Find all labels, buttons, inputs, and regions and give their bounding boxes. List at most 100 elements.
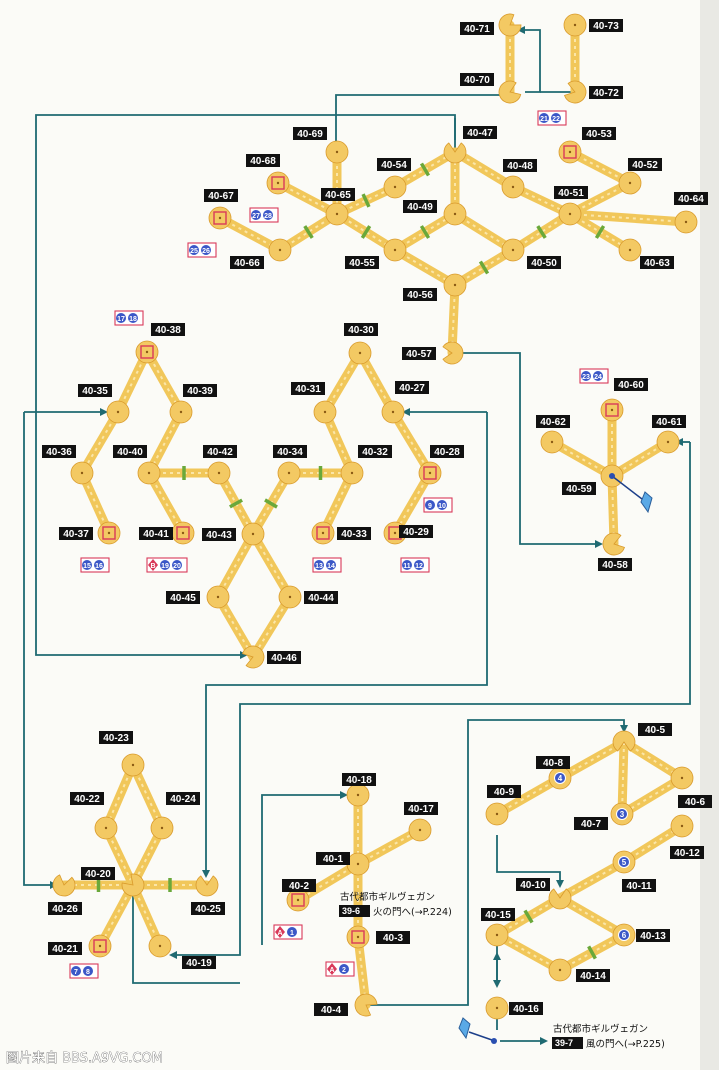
room-40-4[interactable] [354,993,378,1017]
room-40-36[interactable] [70,461,94,485]
room-40-67[interactable] [208,206,232,230]
room-40-55[interactable] [383,238,407,262]
door[interactable] [587,945,597,960]
door[interactable] [419,162,431,177]
room-40-10[interactable] [548,888,572,910]
room-40-65[interactable] [325,202,349,226]
room-40-14[interactable] [548,958,572,982]
room-40-54[interactable] [383,175,407,199]
door[interactable] [523,909,534,924]
room-40-3[interactable] [346,925,370,949]
room-40-6[interactable] [670,766,694,790]
room-40-70[interactable] [498,80,522,104]
room-40-47[interactable] [443,142,467,164]
crystal-icon[interactable] [609,473,653,514]
room-40-71[interactable] [498,13,522,37]
door[interactable] [536,225,547,239]
room-40-72[interactable] [564,80,587,104]
crystal-icon[interactable] [458,1017,497,1044]
room-40-48[interactable] [501,175,525,199]
room-40-64[interactable] [674,210,698,234]
corridor-texture [146,351,182,413]
room-40-1[interactable] [346,852,370,876]
room-40-51[interactable] [558,202,582,226]
room-40-24[interactable] [150,816,174,840]
room-40-60[interactable] [600,398,624,422]
svg-text:40-68: 40-68 [250,156,276,167]
door[interactable] [478,260,490,275]
room-40-49[interactable] [443,202,467,226]
room-40-39[interactable] [169,400,193,424]
door[interactable] [594,225,606,239]
room-40-41[interactable] [171,521,195,545]
room-40-30[interactable] [348,341,372,365]
door[interactable] [361,193,371,208]
room-40-21[interactable] [88,934,112,958]
room-40-22[interactable] [94,816,118,840]
room-40-23[interactable] [121,753,145,777]
room-40-20[interactable] [121,873,145,897]
room-40-25[interactable] [195,875,219,897]
room-40-66[interactable] [268,238,292,262]
room-40-27[interactable] [381,400,405,424]
room-40-32[interactable] [340,461,364,485]
room-40-28[interactable] [418,461,442,485]
room-40-50[interactable] [501,238,525,262]
room-40-42[interactable] [207,461,231,485]
door[interactable] [229,498,243,509]
room-40-52[interactable] [618,171,642,195]
room-40-5[interactable] [612,730,636,752]
room-40-68[interactable] [266,171,290,195]
room-40-2[interactable] [286,888,310,912]
room-40-19[interactable] [148,934,172,958]
room-40-45[interactable] [206,585,230,609]
room-40-38[interactable] [135,340,159,364]
room-40-57[interactable] [442,341,464,365]
door[interactable] [303,225,314,239]
room-40-73[interactable] [563,13,587,37]
room-40-69[interactable] [325,140,349,164]
room-40-9[interactable] [485,802,509,826]
room-40-44[interactable] [278,585,302,609]
room-label-40-15: 40-15 [481,908,515,921]
room-40-17[interactable] [408,818,432,842]
room-40-26[interactable] [52,874,76,897]
room-40-35[interactable] [106,400,130,424]
door[interactable] [419,225,431,239]
room-40-18[interactable] [346,783,370,807]
wind-gate-exit[interactable]: 古代都市ギルヴェガン 39-7 風の門へ(→P.225) [552,1023,665,1050]
room-40-16[interactable] [485,996,509,1020]
room-40-12[interactable] [670,814,694,838]
room-40-15[interactable] [485,923,509,947]
room-40-31[interactable] [313,400,337,424]
room-40-37[interactable] [97,521,121,545]
room-40-34[interactable] [277,461,301,485]
room-40-43[interactable] [241,522,265,546]
room-40-40[interactable] [137,461,161,485]
room-40-61[interactable] [656,430,680,454]
door[interactable] [264,498,278,509]
svg-text:40-23: 40-23 [103,733,129,744]
room-40-58[interactable] [602,532,625,556]
room-40-46[interactable] [242,645,265,669]
room-40-56[interactable] [443,273,467,297]
room-40-33[interactable] [311,521,335,545]
fire-gate-exit[interactable]: 古代都市ギルヴェガン 39-6 火の門へ(→P.224) [339,891,452,918]
room-40-63[interactable] [618,238,642,262]
room-40-62[interactable] [540,430,564,454]
door[interactable] [360,225,372,239]
room-40-53[interactable] [558,140,582,164]
